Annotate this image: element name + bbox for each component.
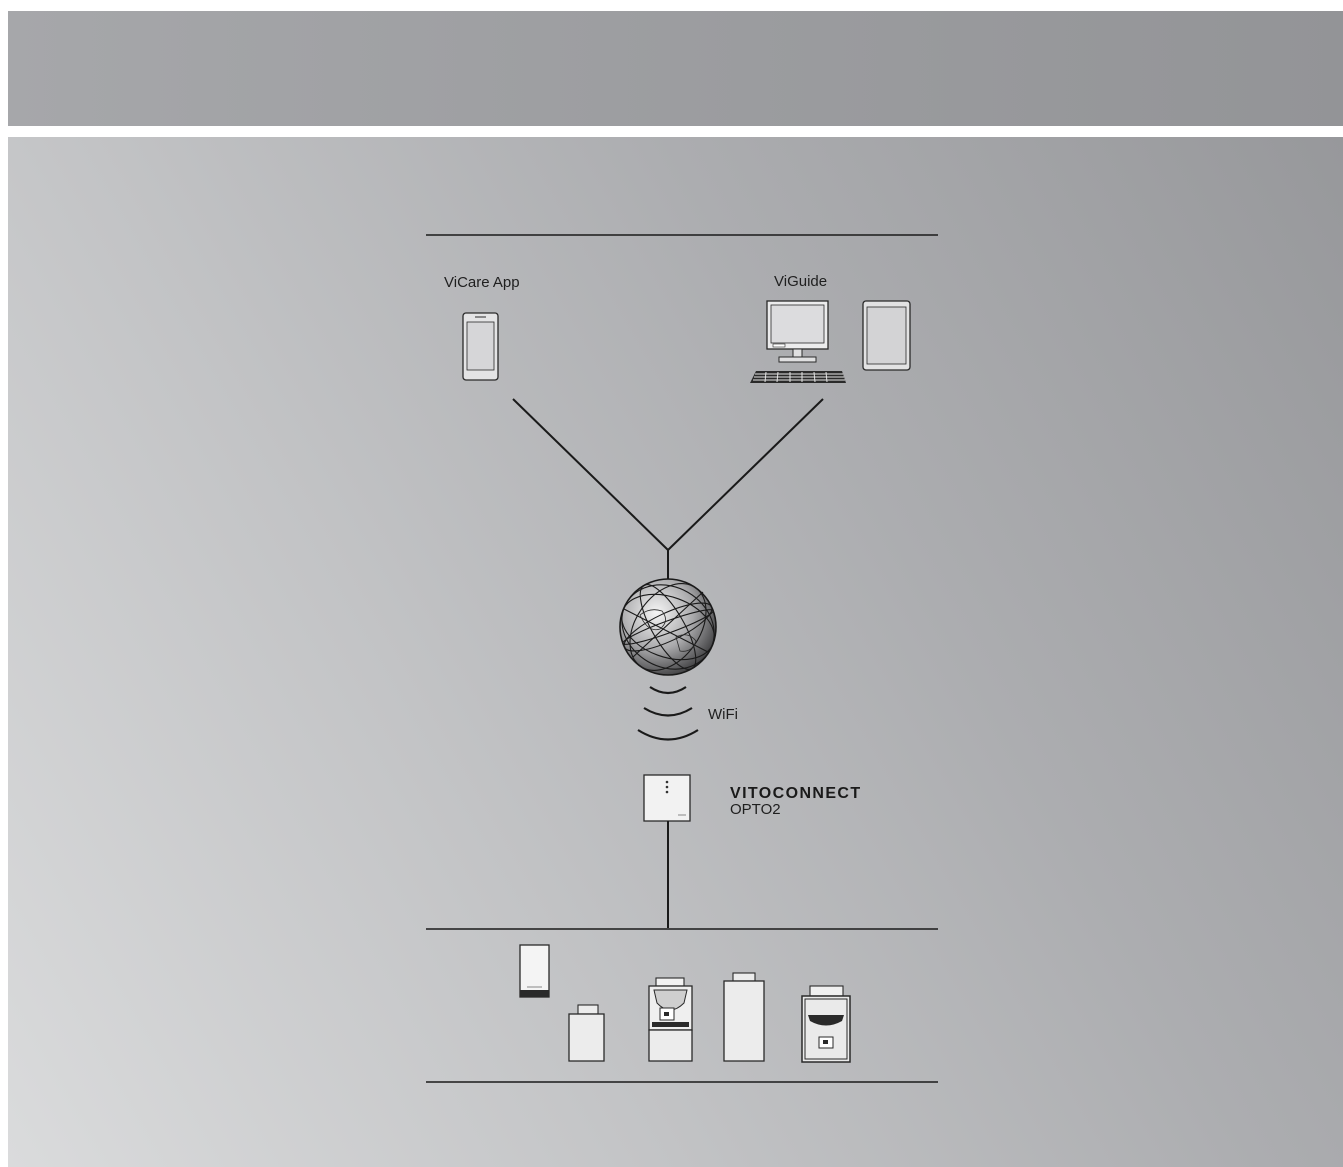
header-band <box>8 11 1343 126</box>
desktop-computer-icon <box>750 301 846 383</box>
floor-boiler-icon <box>649 978 692 1061</box>
large-boiler-icon <box>802 986 850 1062</box>
diagram-panel: ViCare App ViGuide WiFi VITOCONNECT OPTO… <box>8 137 1343 1167</box>
smartphone-icon <box>463 313 498 380</box>
internet-globe-icon <box>606 568 729 685</box>
wifi-label: WiFi <box>708 706 738 723</box>
network-diagram <box>8 137 1343 1167</box>
small-boiler-icon <box>569 1005 604 1061</box>
device-model-label: OPTO2 <box>730 801 781 818</box>
tablet-icon <box>863 301 910 370</box>
viguide-label: ViGuide <box>774 273 827 290</box>
storage-tank-icon <box>724 973 764 1061</box>
vicare-app-label: ViCare App <box>444 274 520 291</box>
wifi-signal-icon <box>638 687 698 740</box>
vitoconnect-gateway-icon <box>644 775 690 821</box>
connection-lines <box>513 399 823 587</box>
wall-boiler-icon <box>520 945 549 997</box>
